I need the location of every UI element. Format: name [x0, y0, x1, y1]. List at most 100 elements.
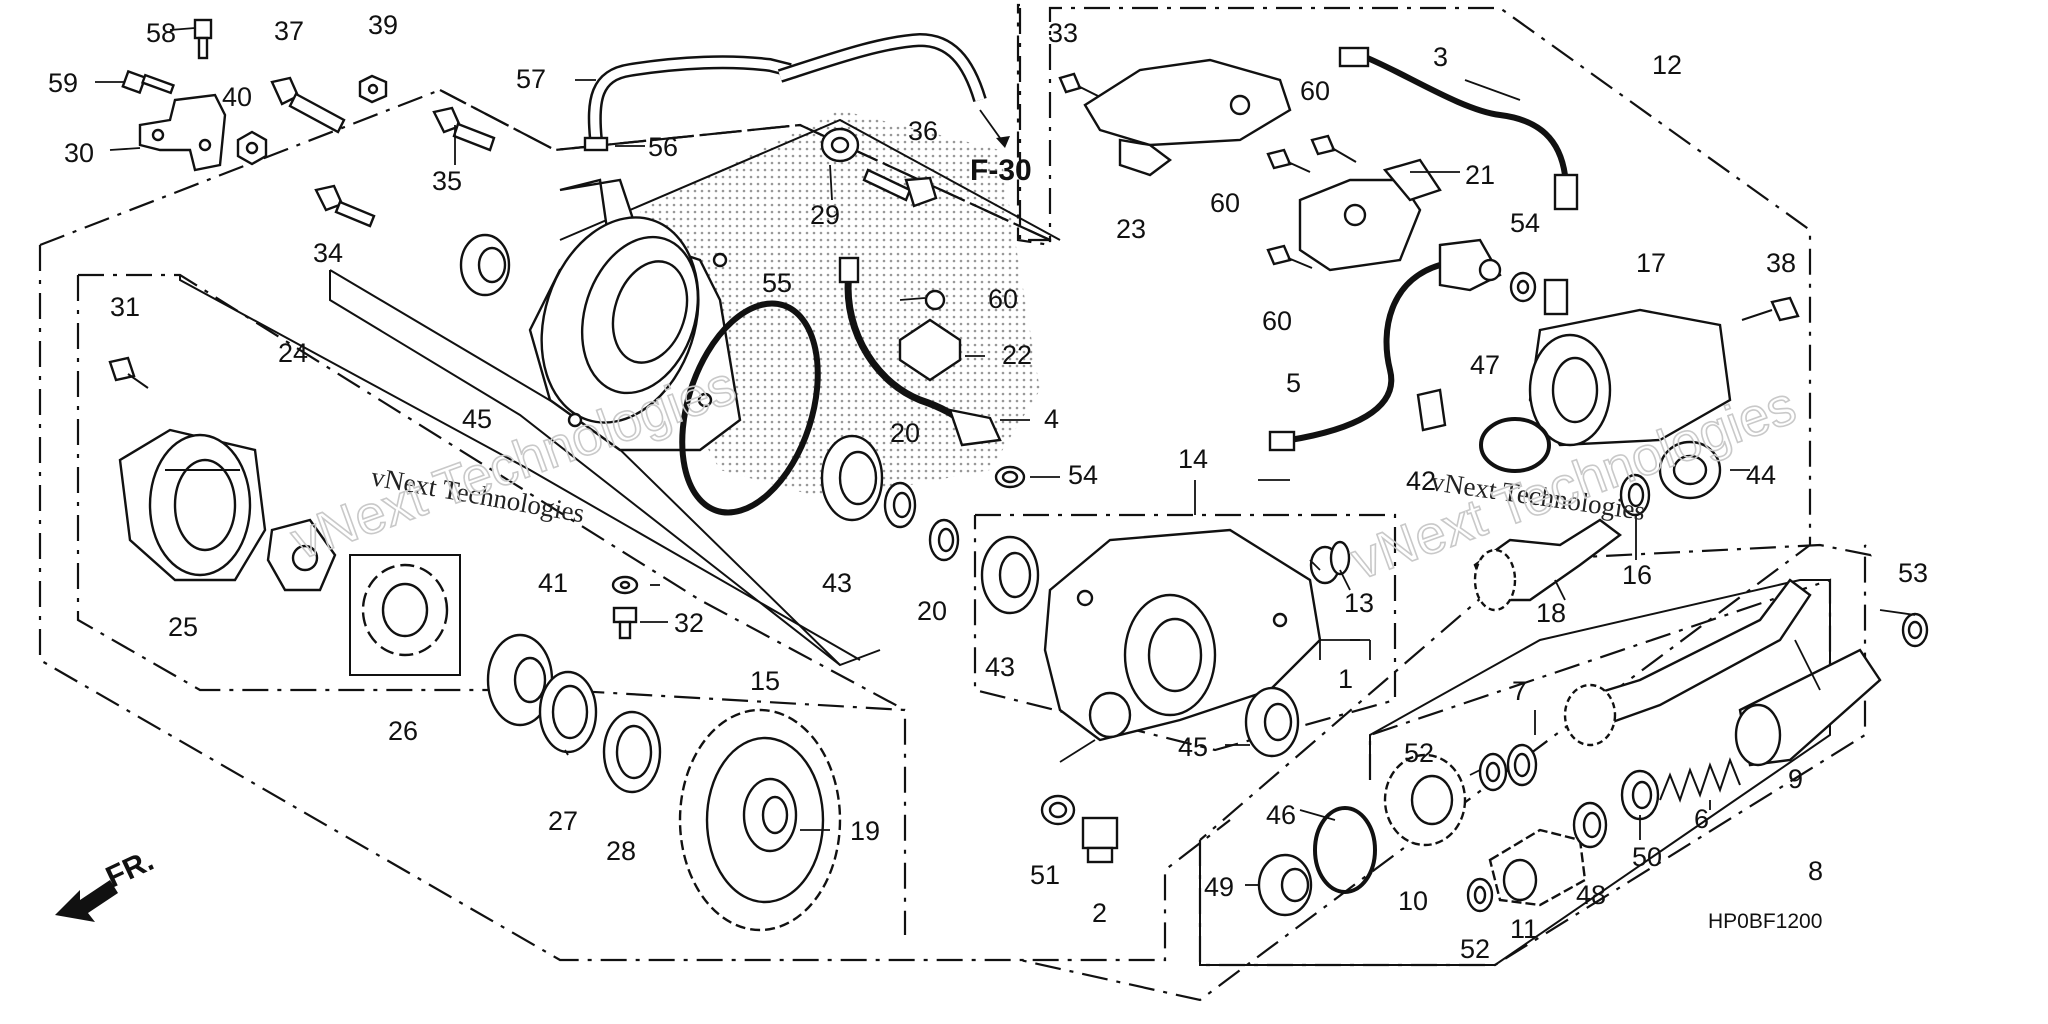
- reference-label: F-30: [970, 154, 1032, 187]
- callout-60b: 60: [1210, 188, 1240, 218]
- group-outline-15: [39, 3, 1052, 247]
- callout-20b: 20: [917, 596, 947, 626]
- callout-20a: 20: [890, 418, 920, 448]
- callout-56: 56: [648, 132, 678, 162]
- group-outline-8: [1198, 543, 1872, 967]
- bearing-43b: [980, 535, 1040, 615]
- oil-seal-45b: [1244, 686, 1300, 758]
- callout-40: 40: [222, 82, 252, 112]
- callout-18: 18: [1536, 598, 1566, 628]
- clamp-42: [1416, 388, 1447, 432]
- callout-21: 21: [1465, 160, 1495, 190]
- bracket-30: [138, 93, 227, 172]
- gear-11: [1488, 828, 1587, 907]
- callout-7: 7: [1512, 676, 1527, 706]
- side-gear: [266, 518, 337, 592]
- bolt-60b: [1266, 148, 1311, 173]
- front-arrow-icon: [55, 880, 118, 922]
- callout-52b: 52: [1460, 934, 1490, 964]
- pinion-18: [1473, 518, 1622, 612]
- box-left-outer: [179, 275, 861, 661]
- washer-54a: [1509, 271, 1537, 303]
- plug-2: [1081, 816, 1119, 864]
- callout-43a: 43: [822, 568, 852, 598]
- oil-seal-45a: [459, 233, 511, 297]
- clip-56: [583, 136, 609, 152]
- callout-25: 25: [168, 612, 198, 642]
- boot-9: [1734, 648, 1882, 767]
- spring-6: [1659, 757, 1741, 803]
- washer-53: [1901, 612, 1929, 648]
- nut-39: [358, 74, 388, 104]
- callout-37: 37: [274, 16, 304, 46]
- callout-19: 19: [850, 816, 880, 846]
- ring-gear-19: [678, 708, 842, 932]
- bolt-36: [862, 168, 938, 208]
- callout-33: 33: [1048, 18, 1078, 48]
- callout-27: 27: [548, 806, 578, 836]
- switch-21: [1298, 158, 1442, 272]
- group-outline-24-top: [78, 273, 906, 711]
- callout-46: 46: [1266, 800, 1296, 830]
- callout-11: 11: [1510, 914, 1538, 944]
- shim-20a: [883, 481, 917, 529]
- watermark-big-left: vNext Technologies: [284, 355, 744, 571]
- gear-case-14: [1043, 528, 1322, 742]
- bolt-34: [314, 184, 376, 228]
- callout-3: 3: [1433, 42, 1448, 72]
- o-ring-47: [1479, 417, 1551, 473]
- callout-12: 12: [1652, 50, 1682, 80]
- shading-housing: [640, 110, 1040, 500]
- shim-20b: [928, 518, 960, 562]
- callout-57: 57: [516, 64, 546, 94]
- callout-44: 44: [1746, 460, 1776, 490]
- diff-carrier-25: [118, 428, 267, 582]
- bearing-50: [1620, 769, 1660, 821]
- callout-47: 47: [1470, 350, 1500, 380]
- bolt-58: [193, 18, 213, 60]
- group-outline-left: [38, 245, 1231, 962]
- shim-28: [602, 710, 662, 794]
- collar-29: [820, 127, 860, 163]
- box-7-frame: [1369, 579, 1830, 780]
- callout-55: 55: [762, 268, 792, 298]
- callout-labels: 58 37 39 59 40 30 57 56 36 35 29 34 33 3…: [48, 10, 1928, 964]
- callout-26: 26: [388, 716, 418, 746]
- o-ring-55: [679, 300, 821, 516]
- callout-38: 38: [1766, 248, 1796, 278]
- bolt-37: [270, 76, 346, 134]
- callout-22: 22: [1002, 340, 1032, 370]
- washer-54b: [994, 465, 1026, 489]
- washer-41: [611, 575, 639, 595]
- leader-lines: [95, 27, 1916, 886]
- callout-14: 14: [1178, 444, 1208, 474]
- oil-seal-16: [1619, 473, 1651, 517]
- callout-60d: 60: [988, 284, 1018, 314]
- callout-15: 15: [750, 666, 780, 696]
- bolt-60c: [1266, 244, 1313, 269]
- callout-43b: 43: [985, 652, 1015, 682]
- sensor-22: [898, 289, 962, 382]
- callout-58: 58: [146, 18, 176, 48]
- group-outline-12: [1018, 6, 1812, 1002]
- group-outline-1415: [973, 513, 1397, 752]
- seal-49: [1257, 853, 1313, 917]
- callout-48: 48: [1576, 880, 1606, 910]
- callout-45b: 45: [1178, 732, 1208, 762]
- bracket-23: [1083, 58, 1292, 177]
- callout-28: 28: [606, 836, 636, 866]
- bolt-59: [121, 69, 176, 95]
- washer-52a: [1478, 752, 1508, 792]
- callout-4: 4: [1044, 404, 1059, 434]
- callout-49: 49: [1204, 872, 1234, 902]
- washer-52b: [1466, 877, 1494, 913]
- o-ring-46: [1313, 806, 1377, 894]
- callout-34: 34: [313, 238, 343, 268]
- shim-7a: [1506, 743, 1538, 787]
- actuator-17: [1528, 278, 1732, 447]
- gear-case-housing: [528, 178, 742, 452]
- shim-48: [1572, 801, 1608, 849]
- callout-32: 32: [674, 608, 704, 638]
- callout-60a: 60: [1300, 76, 1330, 106]
